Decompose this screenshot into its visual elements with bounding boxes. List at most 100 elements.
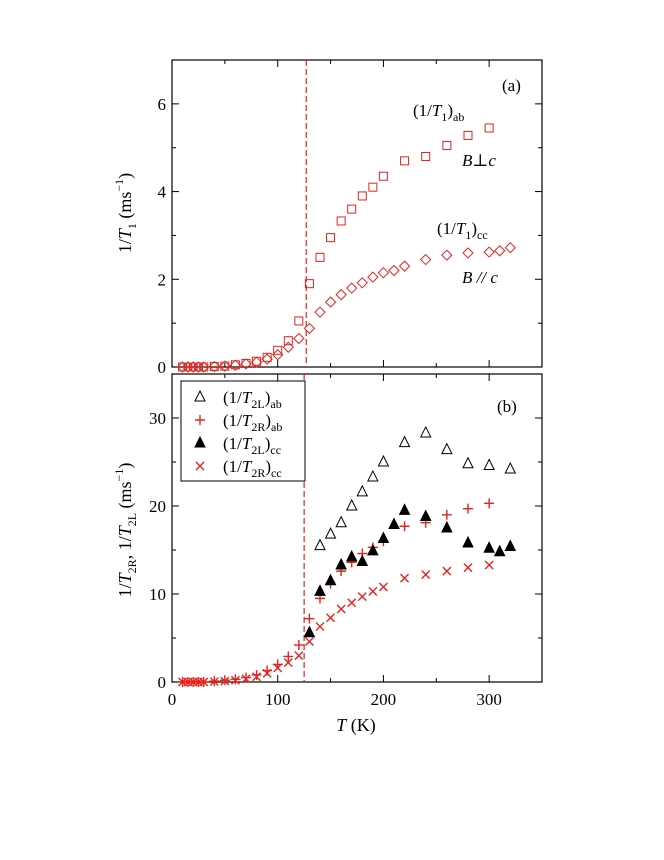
data-point xyxy=(356,484,369,497)
data-point xyxy=(262,352,272,362)
data-point xyxy=(462,535,474,548)
data-point xyxy=(420,253,432,266)
data-point xyxy=(192,361,205,373)
data-point xyxy=(441,520,453,533)
data-point xyxy=(293,332,305,345)
data-point xyxy=(483,541,495,553)
data-point xyxy=(324,573,337,586)
data-point xyxy=(178,362,188,372)
data-point xyxy=(493,544,506,557)
data-point xyxy=(241,674,251,684)
y-tick-label-a: 4 xyxy=(158,183,167,202)
panel-label-b: (b) xyxy=(497,397,517,416)
data-point xyxy=(356,554,369,566)
legend-marker-0 xyxy=(194,389,206,402)
data-point xyxy=(283,658,293,668)
plot-frame-a xyxy=(171,59,543,368)
y-tick-label-b: 10 xyxy=(149,585,166,604)
plot-frame-b xyxy=(171,373,543,683)
data-point xyxy=(483,246,495,258)
data-point xyxy=(463,563,473,573)
panel-label-a: (a) xyxy=(502,76,521,95)
data-point xyxy=(347,204,357,214)
data-point xyxy=(377,267,390,279)
data-point xyxy=(377,454,390,467)
data-point xyxy=(419,509,432,522)
data-point xyxy=(304,279,314,289)
series-b-3 xyxy=(178,560,494,687)
data-point xyxy=(219,360,231,372)
data-point xyxy=(272,349,284,361)
data-point xyxy=(240,358,252,370)
data-point xyxy=(484,560,494,570)
data-point xyxy=(188,362,198,372)
legend-label-0: (1/T2L)ab xyxy=(223,388,282,411)
data-point xyxy=(303,625,316,638)
data-point xyxy=(315,252,325,262)
data-point xyxy=(368,586,378,596)
data-point xyxy=(504,461,517,474)
data-point xyxy=(293,640,304,651)
data-point xyxy=(304,613,315,624)
data-point xyxy=(314,538,326,551)
data-point xyxy=(241,672,251,683)
data-point xyxy=(346,282,358,294)
series-a-1 xyxy=(176,242,516,373)
data-point xyxy=(230,675,240,685)
data-point xyxy=(421,570,431,580)
data-point xyxy=(199,677,209,687)
data-point xyxy=(199,362,209,372)
data-point xyxy=(442,141,452,151)
data-point xyxy=(326,233,336,243)
data-point xyxy=(357,191,367,201)
series-b-0 xyxy=(314,425,517,551)
y-tick-label-a: 6 xyxy=(158,95,167,114)
y-axis-title-b: 1/T2R, 1/T2L (ms−1) xyxy=(112,463,139,598)
data-point xyxy=(315,622,325,632)
data-point xyxy=(324,527,337,539)
data-point xyxy=(345,549,358,562)
data-point xyxy=(209,362,219,372)
data-point xyxy=(388,264,400,277)
data-point xyxy=(198,361,210,373)
data-point xyxy=(229,359,242,371)
data-point xyxy=(283,651,294,662)
data-point xyxy=(252,672,262,682)
data-point xyxy=(347,598,357,608)
data-point xyxy=(367,543,379,556)
data-point xyxy=(187,361,199,373)
legend: (1/T2L)ab (1/T2R)ab (1/T2L)cc (1/T2R)cc xyxy=(180,380,306,482)
x-axis-title: T (K) xyxy=(336,715,376,736)
data-point xyxy=(441,509,452,520)
data-point xyxy=(357,592,367,602)
data-point xyxy=(220,676,230,686)
series-b-2 xyxy=(303,503,517,638)
legend-marker-2 xyxy=(194,435,206,448)
data-point xyxy=(484,498,495,509)
data-point xyxy=(182,361,194,373)
x-tick-label: 100 xyxy=(265,690,291,709)
data-point xyxy=(400,156,410,166)
data-point xyxy=(220,361,230,371)
data-point xyxy=(326,613,336,623)
series-label-a1: (1/T1)cc xyxy=(437,219,488,242)
legend-marker-1 xyxy=(195,415,205,425)
data-point xyxy=(400,573,410,583)
data-point xyxy=(335,515,347,528)
data-point xyxy=(273,663,283,673)
data-point xyxy=(314,584,326,596)
data-point xyxy=(304,637,314,647)
data-point xyxy=(462,247,474,259)
data-point xyxy=(484,123,494,133)
series-label-a0: (1/T1)ab xyxy=(413,101,464,124)
orientation-label-a0: B⊥c xyxy=(462,151,496,170)
x-tick-label: 300 xyxy=(476,690,502,709)
data-point xyxy=(398,503,411,515)
data-point xyxy=(261,353,273,365)
data-point xyxy=(388,517,400,529)
data-point xyxy=(367,271,379,283)
data-point xyxy=(335,288,347,301)
x-tick-label: 0 xyxy=(168,690,177,709)
